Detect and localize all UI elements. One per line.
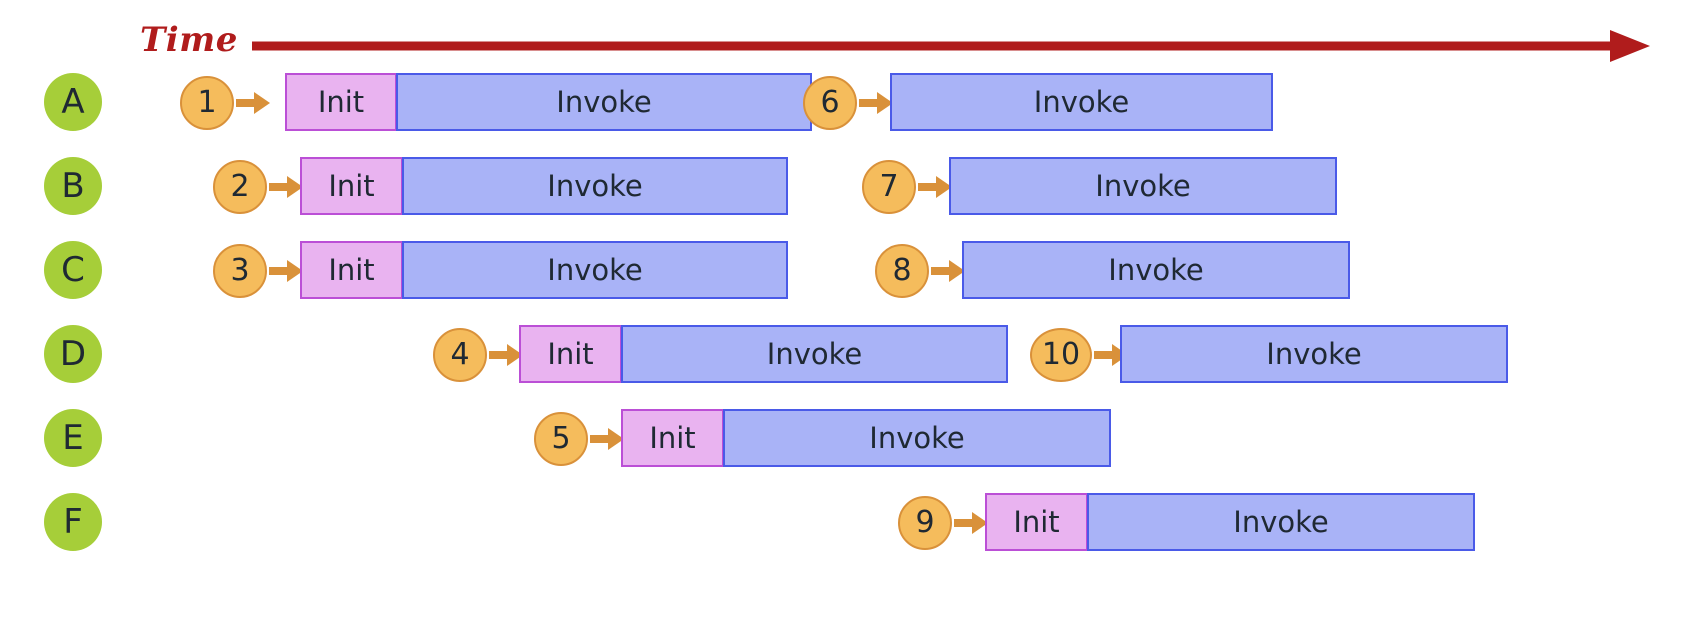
badge-arrow-icon: [489, 344, 523, 366]
bar-a-invoke-1[interactable]: Invoke: [396, 73, 812, 131]
bar-c-invoke-1[interactable]: Invoke: [402, 241, 788, 299]
bar-c-invoke-2[interactable]: Invoke: [962, 241, 1350, 299]
bar-b-init-1[interactable]: Init: [300, 157, 403, 215]
bar-f-init-1[interactable]: Init: [985, 493, 1088, 551]
step-badge-1[interactable]: 1: [180, 76, 234, 130]
bar-label: Invoke: [556, 84, 652, 119]
badge-group-5: 5: [534, 408, 624, 470]
badge-arrow-icon: [918, 176, 952, 198]
lane-letter-b-text: B: [61, 166, 85, 206]
bar-b-invoke-1[interactable]: Invoke: [402, 157, 788, 215]
lane-letter-e: E: [44, 409, 102, 467]
time-axis-label: Time: [140, 20, 238, 60]
badge-arrow-icon: [236, 92, 270, 114]
lane-letter-a-text: A: [61, 82, 85, 122]
bar-label: Invoke: [766, 336, 863, 371]
bar-a-init-1[interactable]: Init: [285, 73, 397, 131]
step-badge-5[interactable]: 5: [534, 412, 588, 466]
bar-label: Invoke: [547, 168, 643, 203]
badge-arrow-icon: [954, 512, 988, 534]
step-badge-9[interactable]: 9: [898, 496, 952, 550]
lane-letter-f: F: [44, 493, 102, 551]
badge-arrow-icon: [859, 92, 893, 114]
badge-arrow-icon: [269, 176, 303, 198]
lane-letter-c-text: C: [61, 250, 85, 290]
bar-b-invoke-2[interactable]: Invoke: [949, 157, 1337, 215]
step-badge-7[interactable]: 7: [862, 160, 916, 214]
bar-label: Init: [649, 420, 696, 455]
badge-group-7: 7: [862, 156, 952, 218]
bar-label: Invoke: [547, 252, 643, 287]
step-badge-9-text: 9: [915, 505, 935, 540]
bar-label: Init: [328, 252, 375, 287]
badge-group-6: 6: [803, 72, 893, 134]
bar-f-invoke-1[interactable]: Invoke: [1087, 493, 1475, 551]
lane-letter-f-text: F: [63, 502, 83, 542]
step-badge-6[interactable]: 6: [803, 76, 857, 130]
bar-c-init-1[interactable]: Init: [300, 241, 403, 299]
badge-group-8: 8: [875, 240, 965, 302]
badge-group-4: 4: [433, 324, 523, 386]
step-badge-5-text: 5: [551, 421, 571, 456]
bar-label: Invoke: [869, 420, 965, 455]
step-badge-2-text: 2: [230, 169, 250, 204]
lane-letter-e-text: E: [62, 418, 84, 458]
bar-label: Init: [1013, 504, 1060, 539]
bar-e-init-1[interactable]: Init: [621, 409, 724, 467]
badge-arrow-icon: [590, 428, 624, 450]
badge-arrow-icon: [931, 260, 965, 282]
step-badge-3-text: 3: [230, 253, 250, 288]
bar-label: Init: [328, 168, 375, 203]
step-badge-3[interactable]: 3: [213, 244, 267, 298]
badge-group-1: 1: [180, 72, 270, 134]
badge-group-2: 2: [213, 156, 303, 218]
bar-e-invoke-1[interactable]: Invoke: [723, 409, 1111, 467]
lane-letter-b: B: [44, 157, 102, 215]
badge-group-10: 10: [1030, 324, 1128, 386]
bar-label: Invoke: [1233, 504, 1329, 539]
bar-a-invoke-2[interactable]: Invoke: [890, 73, 1273, 131]
badge-arrow-icon: [269, 260, 303, 282]
lane-letter-c: C: [44, 241, 102, 299]
lane-letter-d-text: D: [59, 334, 87, 374]
bar-label: Invoke: [1108, 252, 1204, 287]
lane-letter-d: D: [44, 325, 102, 383]
step-badge-4-text: 4: [450, 337, 470, 372]
bar-d-init-1[interactable]: Init: [519, 325, 622, 383]
step-badge-1-text: 1: [197, 85, 217, 120]
bar-d-invoke-1[interactable]: Invoke: [621, 325, 1008, 383]
step-badge-10[interactable]: 10: [1030, 328, 1092, 382]
step-badge-8-text: 8: [892, 253, 912, 288]
badge-group-9: 9: [898, 492, 988, 554]
bar-d-invoke-2[interactable]: Invoke: [1120, 325, 1508, 383]
step-badge-6-text: 6: [820, 85, 840, 120]
bar-label: Init: [547, 336, 594, 371]
bar-label: Invoke: [1033, 84, 1130, 119]
step-badge-10-text: 10: [1041, 337, 1081, 372]
bar-label: Init: [317, 84, 365, 119]
step-badge-8[interactable]: 8: [875, 244, 929, 298]
lane-letter-a: A: [44, 73, 102, 131]
bar-label: Invoke: [1095, 168, 1191, 203]
badge-group-3: 3: [213, 240, 303, 302]
step-badge-7-text: 7: [879, 169, 899, 204]
step-badge-4[interactable]: 4: [433, 328, 487, 382]
bar-label: Invoke: [1266, 336, 1362, 371]
step-badge-2[interactable]: 2: [213, 160, 267, 214]
time-arrow-icon: [252, 30, 1650, 62]
